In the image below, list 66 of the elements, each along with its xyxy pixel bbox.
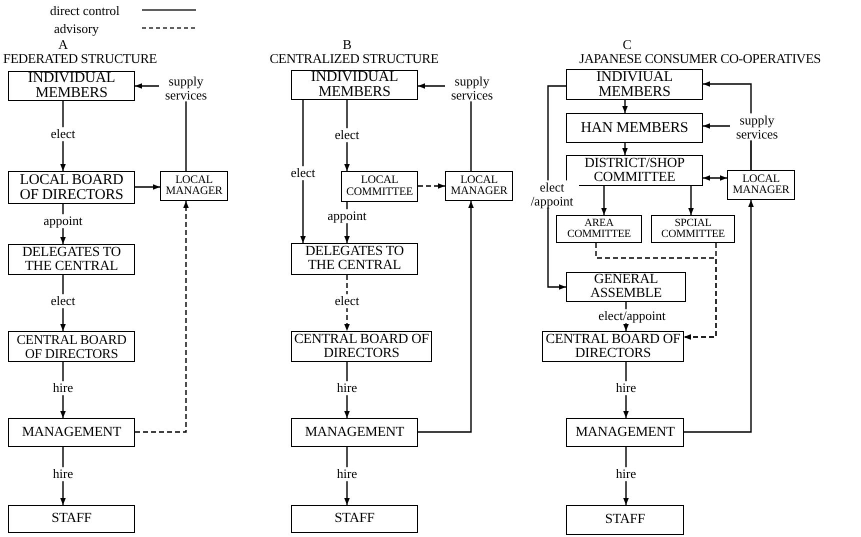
process-box: STAFF [291, 505, 418, 533]
process-box: INDIVIDUAL MEMBERS [291, 70, 418, 100]
panel-letter: B [342, 38, 352, 52]
process-box: LOCAL MANAGER [727, 170, 795, 200]
process-box: AREA COMMITTEE [556, 215, 642, 243]
edge-label: elect [290, 166, 316, 180]
arrow [344, 362, 350, 418]
arrow [344, 447, 350, 505]
panel-title: FEDERATED STRUCTURE [3, 52, 157, 66]
process-box: HAN MEMBERS [566, 113, 703, 143]
process-box: CENTRAL BOARD OF DIRECTORS [291, 331, 432, 362]
edge-label: elect [50, 127, 76, 141]
arrow [344, 275, 350, 331]
edge-label: hire [336, 467, 358, 481]
process-box: MANAGEMENT [291, 418, 418, 447]
legend-label: direct control [50, 4, 120, 17]
process-box: DISTRICT/SHOP COMMITTEE [566, 155, 703, 186]
arrow [135, 184, 160, 190]
arrow [135, 201, 189, 433]
edge-label: elect [50, 294, 76, 308]
process-box: INDIVIDUAL MEMBERS [8, 71, 135, 101]
process-box: LOCAL MANAGER [445, 171, 513, 201]
process-box: CENTRAL BOARD OF DIRECTORS [8, 331, 135, 362]
panel-letter: C [622, 38, 632, 52]
arrow [60, 447, 66, 505]
process-box: STAFF [566, 505, 684, 535]
arrow [688, 186, 694, 215]
panel-title: CENTRALIZED STRUCTURE [270, 52, 438, 66]
process-box: MANAGEMENT [566, 418, 684, 447]
edge-label: hire [52, 467, 74, 481]
arrow [418, 201, 474, 433]
arrow [418, 183, 445, 189]
edge-label: hire [52, 381, 74, 395]
panel-title: JAPANESE CONSUMER CO-OPERATIVES [579, 52, 821, 66]
arrow [684, 200, 754, 433]
arrow [300, 100, 306, 243]
arrow [601, 186, 607, 215]
edge-label: appoint [42, 214, 84, 228]
arrow [623, 362, 629, 418]
process-box: LOCAL COMMITTEE [341, 171, 418, 202]
process-box: LOCAL MANAGER [160, 171, 228, 201]
process-box: INDIVIUAL MEMBERS [566, 69, 703, 100]
arrow [622, 100, 628, 113]
legend-label: advisory [54, 22, 99, 35]
edge-label: elect [334, 294, 360, 308]
arrow [623, 447, 629, 505]
arrow [622, 143, 628, 155]
panel-letter: A [58, 38, 68, 52]
process-box: STAFF [8, 505, 135, 533]
arrow [703, 175, 727, 181]
process-box: SPCIAL COMMITTEE [651, 215, 735, 243]
process-box: DELEGATES TO THE CENTRAL [291, 243, 418, 275]
arrow [60, 362, 66, 418]
arrow [547, 85, 566, 290]
edge-label: hire [614, 467, 638, 481]
arrow [684, 243, 717, 340]
process-box: DELEGATES TO THE CENTRAL [8, 244, 135, 275]
process-box: GENERAL ASSEMBLE [566, 272, 686, 302]
edge-label: hire [336, 381, 358, 395]
process-box: CENTRAL BOARD OF DIRECTORS [542, 331, 684, 362]
edge-label: elect [334, 128, 360, 142]
edge-label: elect/appoint [597, 309, 667, 323]
process-box: LOCAL BOARD OF DIRECTORS [8, 171, 135, 204]
process-box: MANAGEMENT [8, 418, 135, 447]
edge-label: appoint [326, 209, 368, 223]
edge-label: hire [614, 381, 638, 395]
